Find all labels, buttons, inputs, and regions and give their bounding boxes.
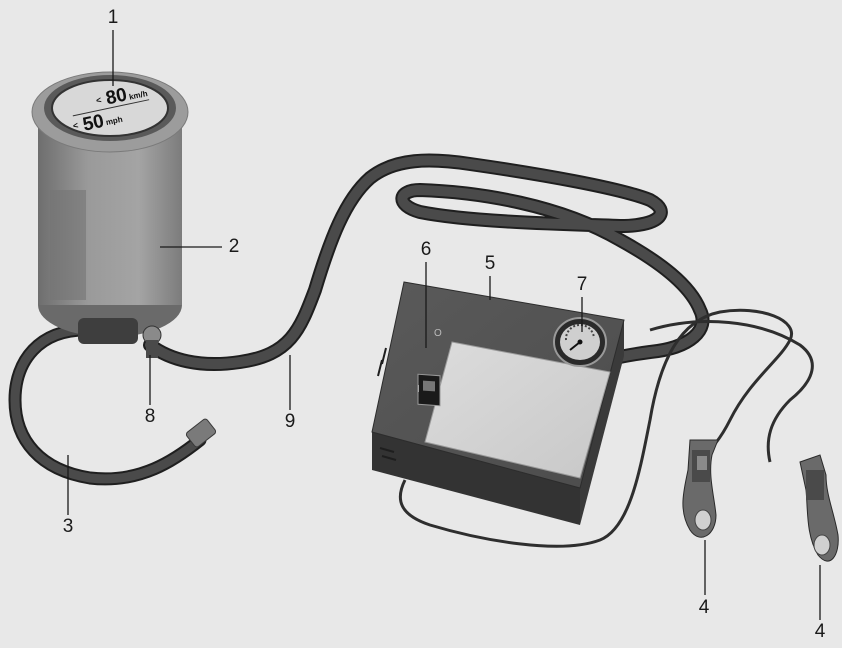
hose-connector	[185, 418, 217, 448]
svg-text:3: 3	[63, 516, 74, 537]
sticker-upper-prefix: <	[95, 95, 102, 106]
bottle-valve	[78, 318, 162, 358]
svg-text:5: 5	[485, 253, 496, 274]
callout-7: 7	[572, 273, 592, 297]
callout-5: 5	[480, 252, 500, 276]
power-switch[interactable]: O I	[417, 328, 442, 407]
sealant-bottle: < 80 km/h < 50 mph	[31, 71, 189, 358]
svg-text:7: 7	[577, 274, 588, 295]
power-cable	[398, 308, 814, 548]
battery-clamp-right	[799, 454, 839, 620]
battery-clamp-left	[682, 439, 719, 595]
leader-lines	[67, 30, 583, 515]
svg-text:4: 4	[699, 597, 710, 618]
svg-text:4: 4	[815, 621, 826, 642]
sticker-upper-value: 80	[104, 84, 129, 109]
callout-6: 6	[416, 238, 436, 262]
callout-3: 3	[58, 515, 78, 539]
callout-2: 2	[224, 235, 244, 259]
switch-off-mark: O	[434, 328, 442, 339]
svg-text:1: 1	[108, 7, 119, 28]
sticker-lower-value: 50	[81, 111, 106, 136]
svg-text:6: 6	[421, 239, 432, 260]
compressor-vents	[377, 347, 397, 461]
sticker-lower-unit: mph	[105, 115, 123, 127]
callout-9: 9	[280, 410, 300, 434]
switch-on-mark: I	[417, 384, 420, 395]
filler-hose	[8, 323, 217, 486]
sticker-upper-unit: km/h	[128, 89, 148, 102]
svg-text:9: 9	[285, 411, 296, 432]
callout-4-right: 4	[810, 620, 830, 644]
svg-text:8: 8	[145, 406, 156, 427]
callout-4-left: 4	[694, 596, 714, 620]
svg-text:2: 2	[229, 236, 240, 257]
speed-limit-sticker: < 80 km/h < 50 mph	[51, 79, 169, 137]
callout-8: 8	[140, 405, 160, 429]
air-hose	[143, 153, 710, 371]
pressure-gauge	[553, 317, 607, 367]
compressor: O I	[371, 281, 625, 525]
compressor-label-panel	[424, 341, 611, 479]
sticker-lower-prefix: <	[72, 120, 79, 131]
callout-1: 1	[103, 6, 123, 30]
